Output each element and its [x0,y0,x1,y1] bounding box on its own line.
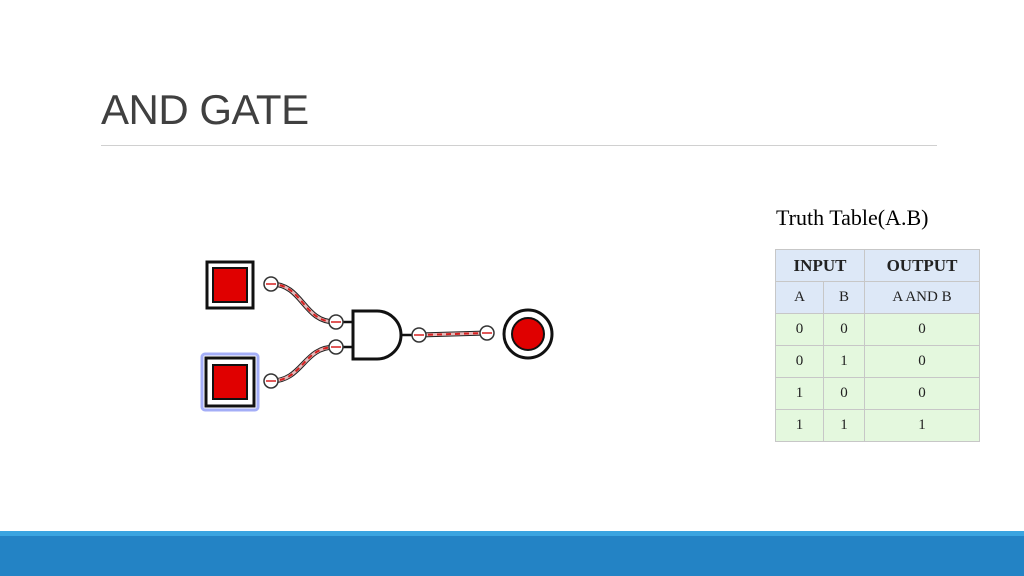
table-row: 1 0 0 [775,377,980,410]
cell-output: 0 [864,345,980,378]
connector-node[interactable] [411,327,427,343]
connector-node[interactable] [263,276,279,292]
wire-input-a [270,281,336,325]
cell-output: 0 [864,313,980,346]
slide-title: AND GATE [101,86,309,133]
column-output-header: A AND B [864,281,980,314]
cell-b: 0 [823,313,865,346]
column-a-header: A [775,281,824,314]
cell-a: 0 [775,313,824,346]
title-divider [101,145,937,146]
cell-a: 1 [775,377,824,410]
input-switch-a[interactable] [205,260,255,310]
table-row: 0 0 0 [775,313,980,346]
table-row: 0 1 0 [775,345,980,378]
footer-bar [0,536,1024,576]
table-header-row: INPUT OUTPUT [775,249,980,282]
and-gate-symbol[interactable] [351,309,403,361]
wire-output [418,330,488,338]
and-gate-circuit [200,260,554,412]
column-b-header: B [823,281,865,314]
cell-b: 0 [823,377,865,410]
connector-node[interactable] [263,373,279,389]
footer-accent-line [0,531,1024,536]
wire-input-b [270,344,336,384]
table-subheader-row: A B A AND B [775,281,980,314]
cell-b: 1 [823,409,865,442]
cell-output: 0 [864,377,980,410]
connector-node[interactable] [479,325,495,341]
table-row: 1 1 1 [775,409,980,442]
cell-a: 0 [775,345,824,378]
header-input: INPUT [775,249,865,282]
cell-b: 1 [823,345,865,378]
truth-table-caption: Truth Table(A.B) [776,205,929,230]
output-lamp [502,308,554,360]
cell-output: 1 [864,409,980,442]
cell-a: 1 [775,409,824,442]
truth-table: INPUT OUTPUT A B A AND B 0 0 0 0 1 0 1 0… [775,249,980,442]
header-output: OUTPUT [864,249,980,282]
connector-node[interactable] [328,314,344,330]
connector-node[interactable] [328,339,344,355]
input-switch-b[interactable] [200,352,260,412]
